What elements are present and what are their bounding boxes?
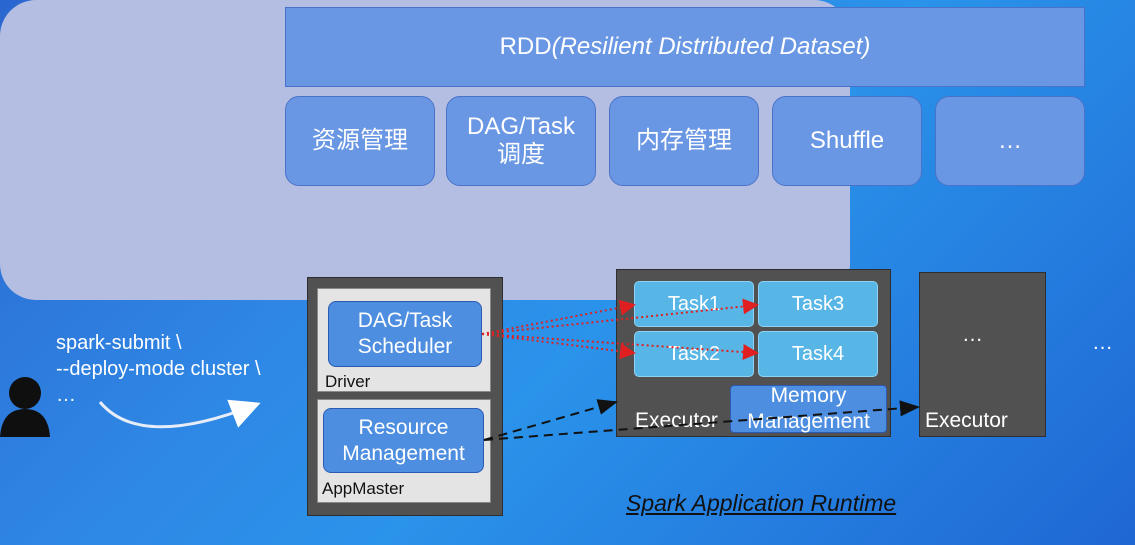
scheduler-line1: DAG/Task: [357, 309, 453, 332]
dispatch-arrow-task3: [481, 298, 759, 335]
feature-label: …: [998, 127, 1022, 154]
memory-line2: Management: [747, 410, 870, 433]
feature-shuffle: Shuffle: [772, 96, 922, 186]
command-line-1: spark-submit \: [56, 332, 182, 354]
feature-more: …: [935, 96, 1085, 186]
feature-label: DAG/Task 调度: [467, 113, 575, 169]
task-box: Task3: [758, 281, 878, 327]
feature-memory-management: 内存管理: [609, 96, 759, 186]
rdd-banner: RDD(Resilient Distributed Dataset): [285, 7, 1085, 87]
feature-resource-management: 资源管理: [285, 96, 435, 186]
memory-management-box: Memory Management: [730, 383, 887, 435]
scheduler-line2: Scheduler: [357, 335, 453, 358]
memory-line1: Memory: [770, 384, 847, 407]
user-icon: [0, 377, 50, 437]
dispatch-arrow-task2: [481, 333, 636, 360]
feature-label: Shuffle: [809, 127, 885, 154]
command-line-2: --deploy-mode cluster \: [56, 358, 261, 380]
more-executors-ellipsis: …: [1092, 331, 1113, 354]
task-label: Task2: [667, 342, 721, 365]
dag-task-scheduler-box: DAG/Task Scheduler: [328, 301, 482, 367]
task-label: Task3: [791, 292, 845, 315]
allocate-arrow-executor-2: [483, 400, 920, 441]
scheduler-label: DAG/Task Scheduler: [358, 308, 453, 360]
feature-label-line1: DAG/Task: [466, 113, 576, 140]
executor-2: [919, 272, 1046, 437]
resource-label: Resource Management: [342, 415, 465, 467]
runtime-caption: Spark Application Runtime: [626, 490, 897, 516]
rdd-full-name: (Resilient Distributed Dataset): [551, 33, 871, 60]
driver-label: Driver: [325, 372, 371, 391]
task-box: Task1: [634, 281, 754, 327]
feature-label: 资源管理: [312, 127, 408, 154]
executor-2-ellipsis: …: [962, 323, 983, 346]
executor-2-label: Executor: [925, 409, 1008, 432]
spark-submit-command: spark-submit \ --deploy-mode cluster \ …: [56, 330, 261, 408]
submit-arrow: [98, 399, 261, 429]
feature-dag-task-scheduling: DAG/Task 调度: [446, 96, 596, 186]
rdd-name: RDD: [499, 33, 552, 60]
task-label: Task1: [667, 292, 721, 315]
allocate-arrow-executor-1: [483, 399, 618, 441]
feature-label-line2: 调度: [497, 141, 545, 168]
dispatch-arrow-task4: [481, 333, 759, 361]
task-box: Task2: [634, 331, 754, 377]
resource-line2: Management: [342, 441, 465, 465]
feature-label: 内存管理: [636, 127, 732, 154]
memory-label: Memory Management: [747, 383, 870, 435]
resource-line1: Resource: [358, 415, 449, 439]
command-line-3: …: [56, 384, 76, 406]
appmaster-label: AppMaster: [322, 479, 405, 498]
dispatch-arrow-task1: [481, 299, 636, 335]
resource-management-box: Resource Management: [323, 408, 484, 473]
task-label: Task4: [791, 342, 845, 365]
